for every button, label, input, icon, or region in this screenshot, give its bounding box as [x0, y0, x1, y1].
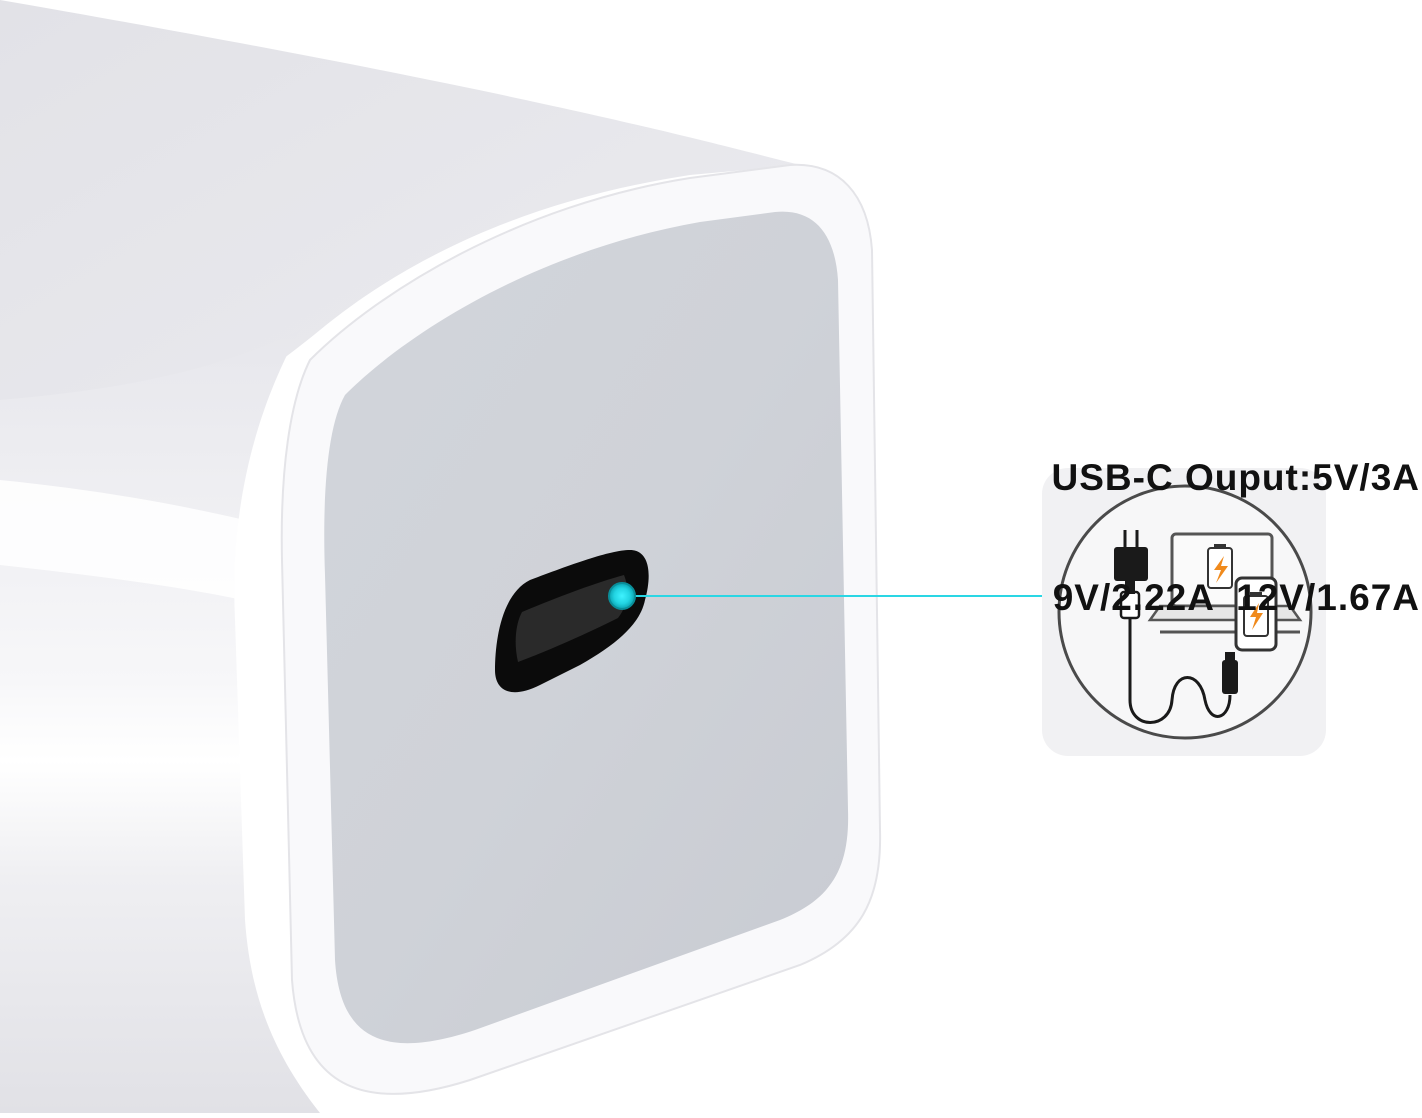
output-spec-line-1: USB-C Ouput:5V/3A — [1051, 457, 1420, 498]
callout-dot — [608, 582, 636, 610]
cable-icon — [1128, 618, 1232, 724]
charger-side-face — [0, 330, 320, 1113]
battery-charging-icon — [1207, 544, 1233, 589]
usb-plug-icon — [1222, 652, 1238, 694]
phone-icon — [1234, 576, 1278, 652]
output-spec-label: USB-C Ouput:5V/3A 9V/2.22A 12V/1.67A — [1000, 378, 1420, 698]
usb-c-port — [495, 550, 649, 693]
charger-top-face — [0, 0, 800, 470]
charger-side-highlight — [0, 480, 245, 600]
output-spec-line-2: 9V/2.22A 12V/1.67A — [1052, 577, 1420, 618]
